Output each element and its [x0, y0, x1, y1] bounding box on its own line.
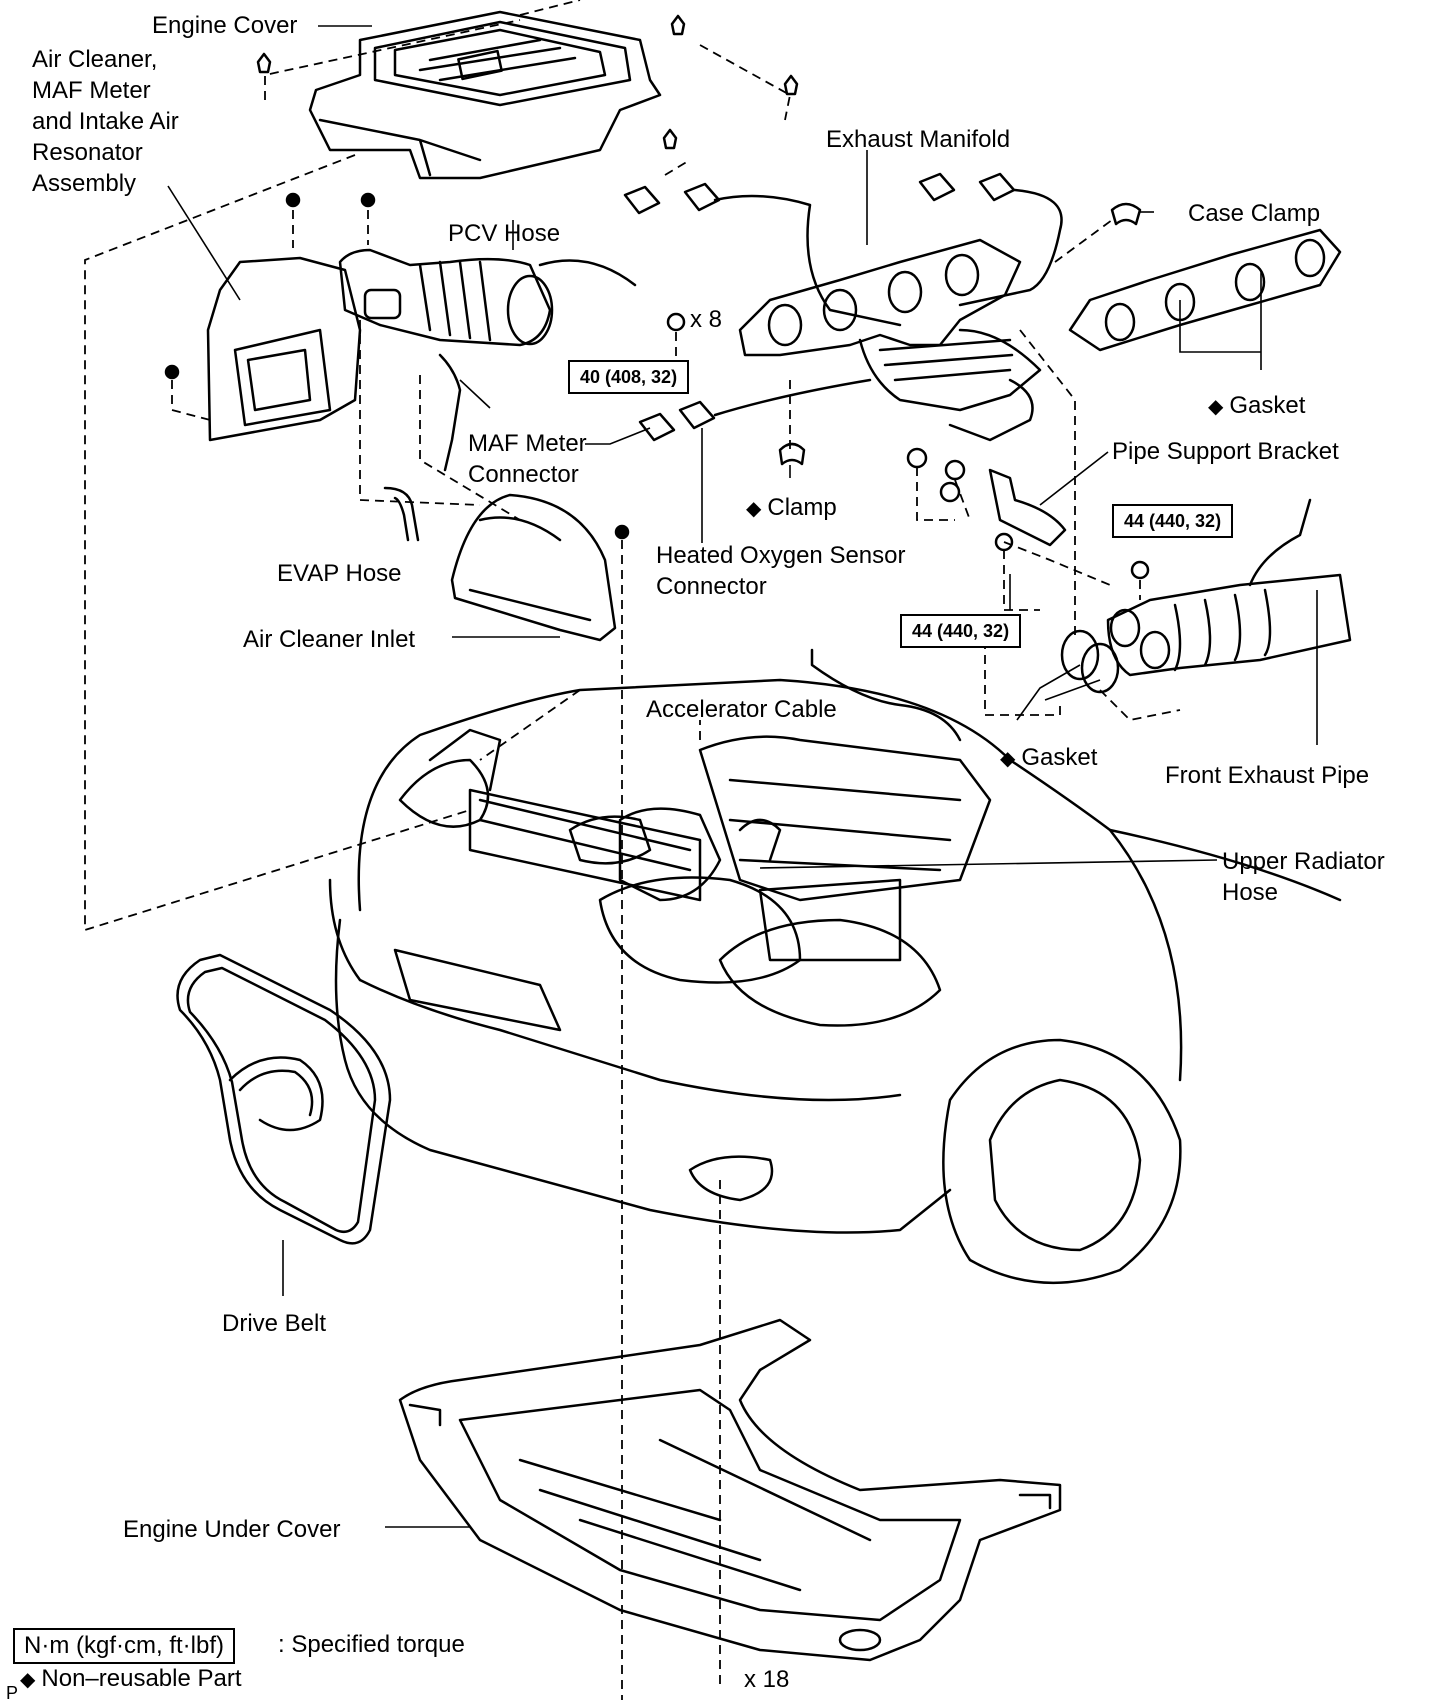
non-reusable-diamond-icon: ◆	[20, 1669, 36, 1691]
gasket-manifold-part	[1068, 228, 1342, 352]
torque-box-bracket-upper: 44 (440, 32)	[1112, 504, 1234, 538]
pipe-support-bracket-part	[988, 468, 1067, 547]
engine-cover-nut-icons	[256, 14, 799, 150]
qty-manifold-nuts: x 8	[690, 306, 723, 333]
label-pipe-support-bracket: Pipe Support Bracket	[1112, 438, 1339, 465]
label-upper-radiator-hose: Upper Radiator Hose	[1222, 848, 1385, 906]
label-engine-under-cover: Engine Under Cover	[123, 1516, 341, 1543]
label-gasket-exhaust: ◆Gasket	[1000, 744, 1098, 771]
drive-belt-part	[176, 953, 392, 1245]
air-cleaner-inlet-part	[450, 493, 617, 642]
non-reusable-diamond-icon: ◆	[1000, 748, 1016, 770]
air-cleaner-part	[206, 248, 637, 472]
label-drive-belt: Drive Belt	[222, 1310, 327, 1337]
torque-box-manifold-nuts: 40 (408, 32)	[568, 360, 690, 394]
label-air-cleaner-inlet: Air Cleaner Inlet	[243, 626, 416, 653]
evap-hose-part	[383, 486, 420, 542]
non-reusable-diamond-icon: ◆	[1208, 396, 1224, 418]
label-evap-hose: EVAP Hose	[277, 560, 402, 587]
case-clamp-part	[1110, 202, 1142, 226]
oxygen-sensor-wire-upper	[713, 194, 902, 327]
manifold-nut-icons	[666, 312, 1150, 580]
label-clamp: ◆Clamp	[746, 494, 837, 521]
legend-torque-unit: N·m (kgf·cm, ft·lbf)	[13, 1628, 235, 1664]
label-accelerator-cable: Accelerator Cable	[646, 696, 837, 723]
exhaust-manifold-part	[738, 238, 1042, 442]
label-engine-cover: Engine Cover	[152, 12, 298, 39]
label-maf-meter-connector: MAF Meter Connector	[468, 430, 587, 488]
connector-parts	[623, 172, 1016, 442]
label-gasket-manifold: ◆Gasket	[1208, 392, 1306, 419]
air-cleaner-screw-icons	[164, 192, 630, 540]
engine-cover-part	[308, 10, 662, 180]
clamp-part	[778, 442, 806, 466]
oxygen-sensor-wire-lower	[713, 378, 872, 417]
label-air-cleaner-assembly: Air Cleaner, MAF Meter and Intake Air Re…	[32, 46, 179, 197]
label-pcv-hose: PCV Hose	[448, 220, 561, 247]
engine-bay-detail	[468, 735, 992, 962]
front-exhaust-pipe-part	[1106, 498, 1352, 677]
label-case-clamp: Case Clamp	[1188, 200, 1321, 227]
legend-torque-description: : Specified torque	[278, 1631, 465, 1658]
legend-non-reusable: ◆Non–reusable Part	[20, 1665, 242, 1692]
qty-under-cover-bolts: x 18	[744, 1666, 790, 1693]
non-reusable-diamond-icon: ◆	[746, 498, 762, 520]
torque-box-bracket-lower: 44 (440, 32)	[900, 614, 1022, 648]
engine-under-cover-part	[398, 1318, 1062, 1662]
label-exhaust-manifold: Exhaust Manifold	[826, 126, 1011, 153]
accelerator-cable-part	[810, 648, 962, 742]
corner-mark: P	[6, 1683, 19, 1703]
label-front-exhaust-pipe: Front Exhaust Pipe	[1165, 762, 1370, 789]
gasket-ring-parts	[1060, 629, 1120, 694]
oxygen-sensor-wire-right	[958, 188, 1063, 307]
label-heated-oxygen-sensor-connector: Heated Oxygen Sensor Connector	[656, 542, 906, 600]
